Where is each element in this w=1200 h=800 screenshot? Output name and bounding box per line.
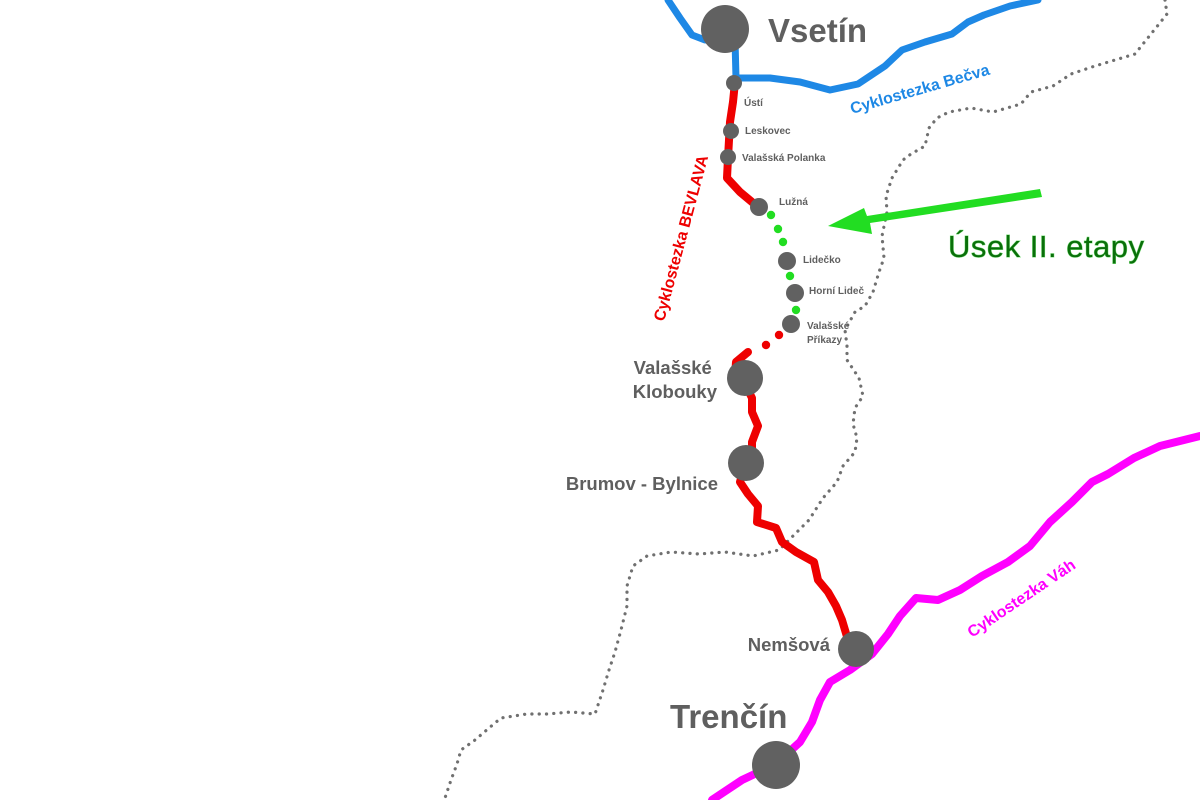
city-marker-brumov-bylnice (728, 445, 764, 481)
becva-line-main (731, 0, 1042, 94)
city-label-trencin: Trenčín (670, 698, 787, 735)
stage2-dot (778, 237, 788, 247)
stage2-dot (766, 210, 776, 220)
stop-label-line: Příkazy (807, 335, 842, 346)
stop-label-leskovec: Leskovec (745, 126, 791, 137)
stop-label-line: Valašské (807, 321, 850, 332)
route-label-vah: Cyklostezka Váh (965, 557, 1079, 642)
stop-marker-valasska-polanka (720, 149, 736, 165)
route-label-becva: Cyklostezka Bečva (848, 62, 991, 118)
city-marker-trencin (752, 741, 800, 789)
stop-marker-leskovec (723, 123, 739, 139)
stage2-dot (773, 224, 783, 234)
stage2-dot (791, 305, 801, 315)
callout-arrow (828, 189, 1042, 234)
city-label-valasske-klobouky: Valašské Klobouky (633, 357, 718, 402)
border-line-east (443, 0, 1169, 800)
stop-marker-usti (726, 75, 742, 91)
city-label-line: Valašské (634, 357, 712, 378)
route-vah (708, 432, 1200, 800)
vah-line (708, 432, 1200, 800)
stop-label-usti: Ústí (744, 96, 764, 109)
border-lines (443, 0, 1169, 800)
city-label-nemsova: Nemšová (748, 634, 831, 655)
city-label-line: Klobouky (633, 381, 718, 402)
callout-label: Úsek II. etapy (948, 229, 1145, 264)
city-marker-vsetin (701, 5, 749, 53)
route-label-bevlava: Cyklostezka BEVLAVA (651, 153, 712, 323)
stop-label-valasske-prikazy: Valašské Příkazy (807, 321, 852, 346)
stop-label-lidecko: Lidečko (803, 255, 841, 266)
stop-label-valasska-polanka: Valašská Polanka (742, 153, 826, 164)
stops (701, 5, 874, 789)
bevlava-dot (761, 340, 771, 350)
bevlava-dotted-segment (761, 330, 784, 350)
stage2-dot (785, 271, 795, 281)
city-marker-valasske-klobouky (727, 360, 763, 396)
city-marker-nemsova (838, 631, 874, 667)
arrow-left-icon (828, 189, 1042, 234)
city-label-vsetin: Vsetín (768, 12, 867, 49)
stop-marker-luzna (750, 198, 768, 216)
stop-marker-valasske-prikazy (782, 315, 800, 333)
city-label-brumov-bylnice: Brumov - Bylnice (566, 473, 718, 494)
bevlava-line-south (731, 348, 852, 644)
stop-marker-lidecko (778, 252, 796, 270)
stop-label-horni-lidec: Horní Lideč (809, 286, 864, 297)
bevlava-dot (774, 330, 784, 340)
stop-label-luzna: Lužná (779, 197, 808, 208)
stage2-dotted-segment (766, 210, 801, 315)
stop-marker-horni-lidec (786, 284, 804, 302)
